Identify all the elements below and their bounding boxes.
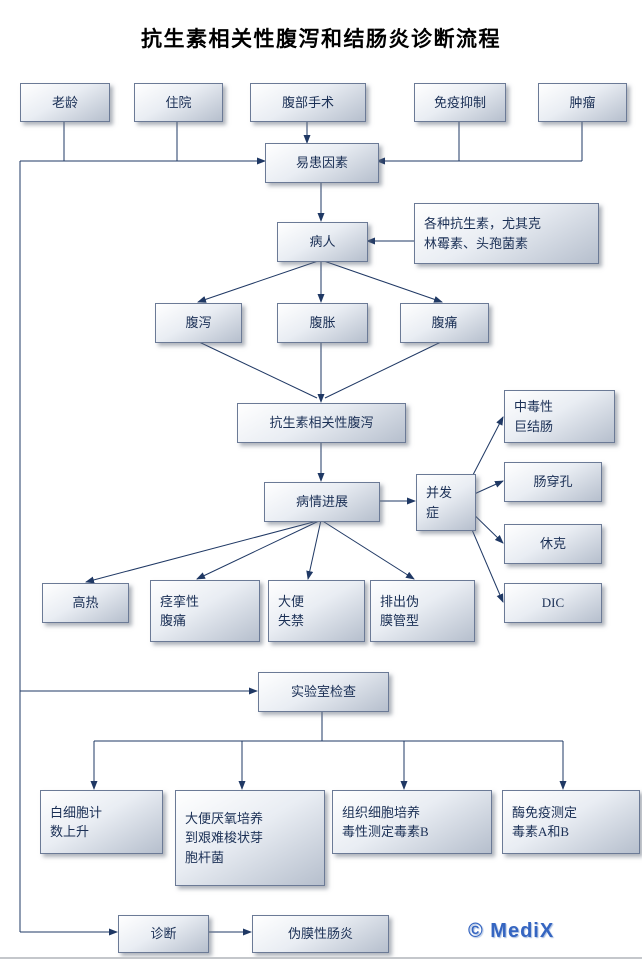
node-dic: DIC xyxy=(504,583,602,623)
node-tumor: 肿瘤 xyxy=(538,83,627,122)
node-high-fever: 高热 xyxy=(42,583,129,623)
node-antibiotics-note: 各种抗生素，尤其克 林霉素、头孢菌素 xyxy=(414,203,599,264)
node-anaerobic-culture: 大便厌氧培养 到艰难梭状芽 胞杆菌 xyxy=(175,790,325,886)
node-abdominal-surgery: 腹部手术 xyxy=(250,83,366,122)
node-cytotoxin-assay: 组织细胞培养 毒性测定毒素B xyxy=(332,790,492,854)
node-crampy-abdominal-pain: 痉挛性 腹痛 xyxy=(150,580,260,642)
node-fecal-incontinence: 大便 失禁 xyxy=(268,580,365,642)
node-aad: 抗生素相关性腹泻 xyxy=(237,403,406,443)
node-intestinal-perforation: 肠穿孔 xyxy=(504,462,602,502)
node-abdominal-pain: 腹痛 xyxy=(400,303,489,343)
node-abdominal-distension: 腹胀 xyxy=(277,303,368,343)
node-predisposing-factors: 易患因素 xyxy=(265,143,379,183)
node-pseudomembrane-casts: 排出伪 膜管型 xyxy=(370,580,475,642)
node-elderly: 老龄 xyxy=(20,83,110,122)
page-title: 抗生素相关性腹泻和结肠炎诊断流程 xyxy=(141,27,501,51)
node-toxic-megacolon: 中毒性 巨结肠 xyxy=(504,390,615,443)
node-shock: 休克 xyxy=(504,524,602,564)
node-enzyme-immunoassay: 酶免疫测定 毒素A和B xyxy=(502,790,640,854)
node-wbc-elevated: 白细胞计 数上升 xyxy=(40,790,163,854)
node-immunosuppression: 免疫抑制 xyxy=(414,83,506,122)
node-pseudomembranous-colitis: 伪膜性肠炎 xyxy=(252,915,389,953)
node-hospitalization: 住院 xyxy=(134,83,223,122)
node-complications: 并发 症 xyxy=(416,474,476,531)
node-diagnosis: 诊断 xyxy=(118,915,209,953)
medix-watermark: © MediX xyxy=(468,920,555,942)
node-patient: 病人 xyxy=(277,222,368,262)
node-diarrhea: 腹泻 xyxy=(155,303,242,343)
node-disease-progression: 病情进展 xyxy=(264,482,380,522)
node-laboratory-tests: 实验室检查 xyxy=(258,672,389,712)
